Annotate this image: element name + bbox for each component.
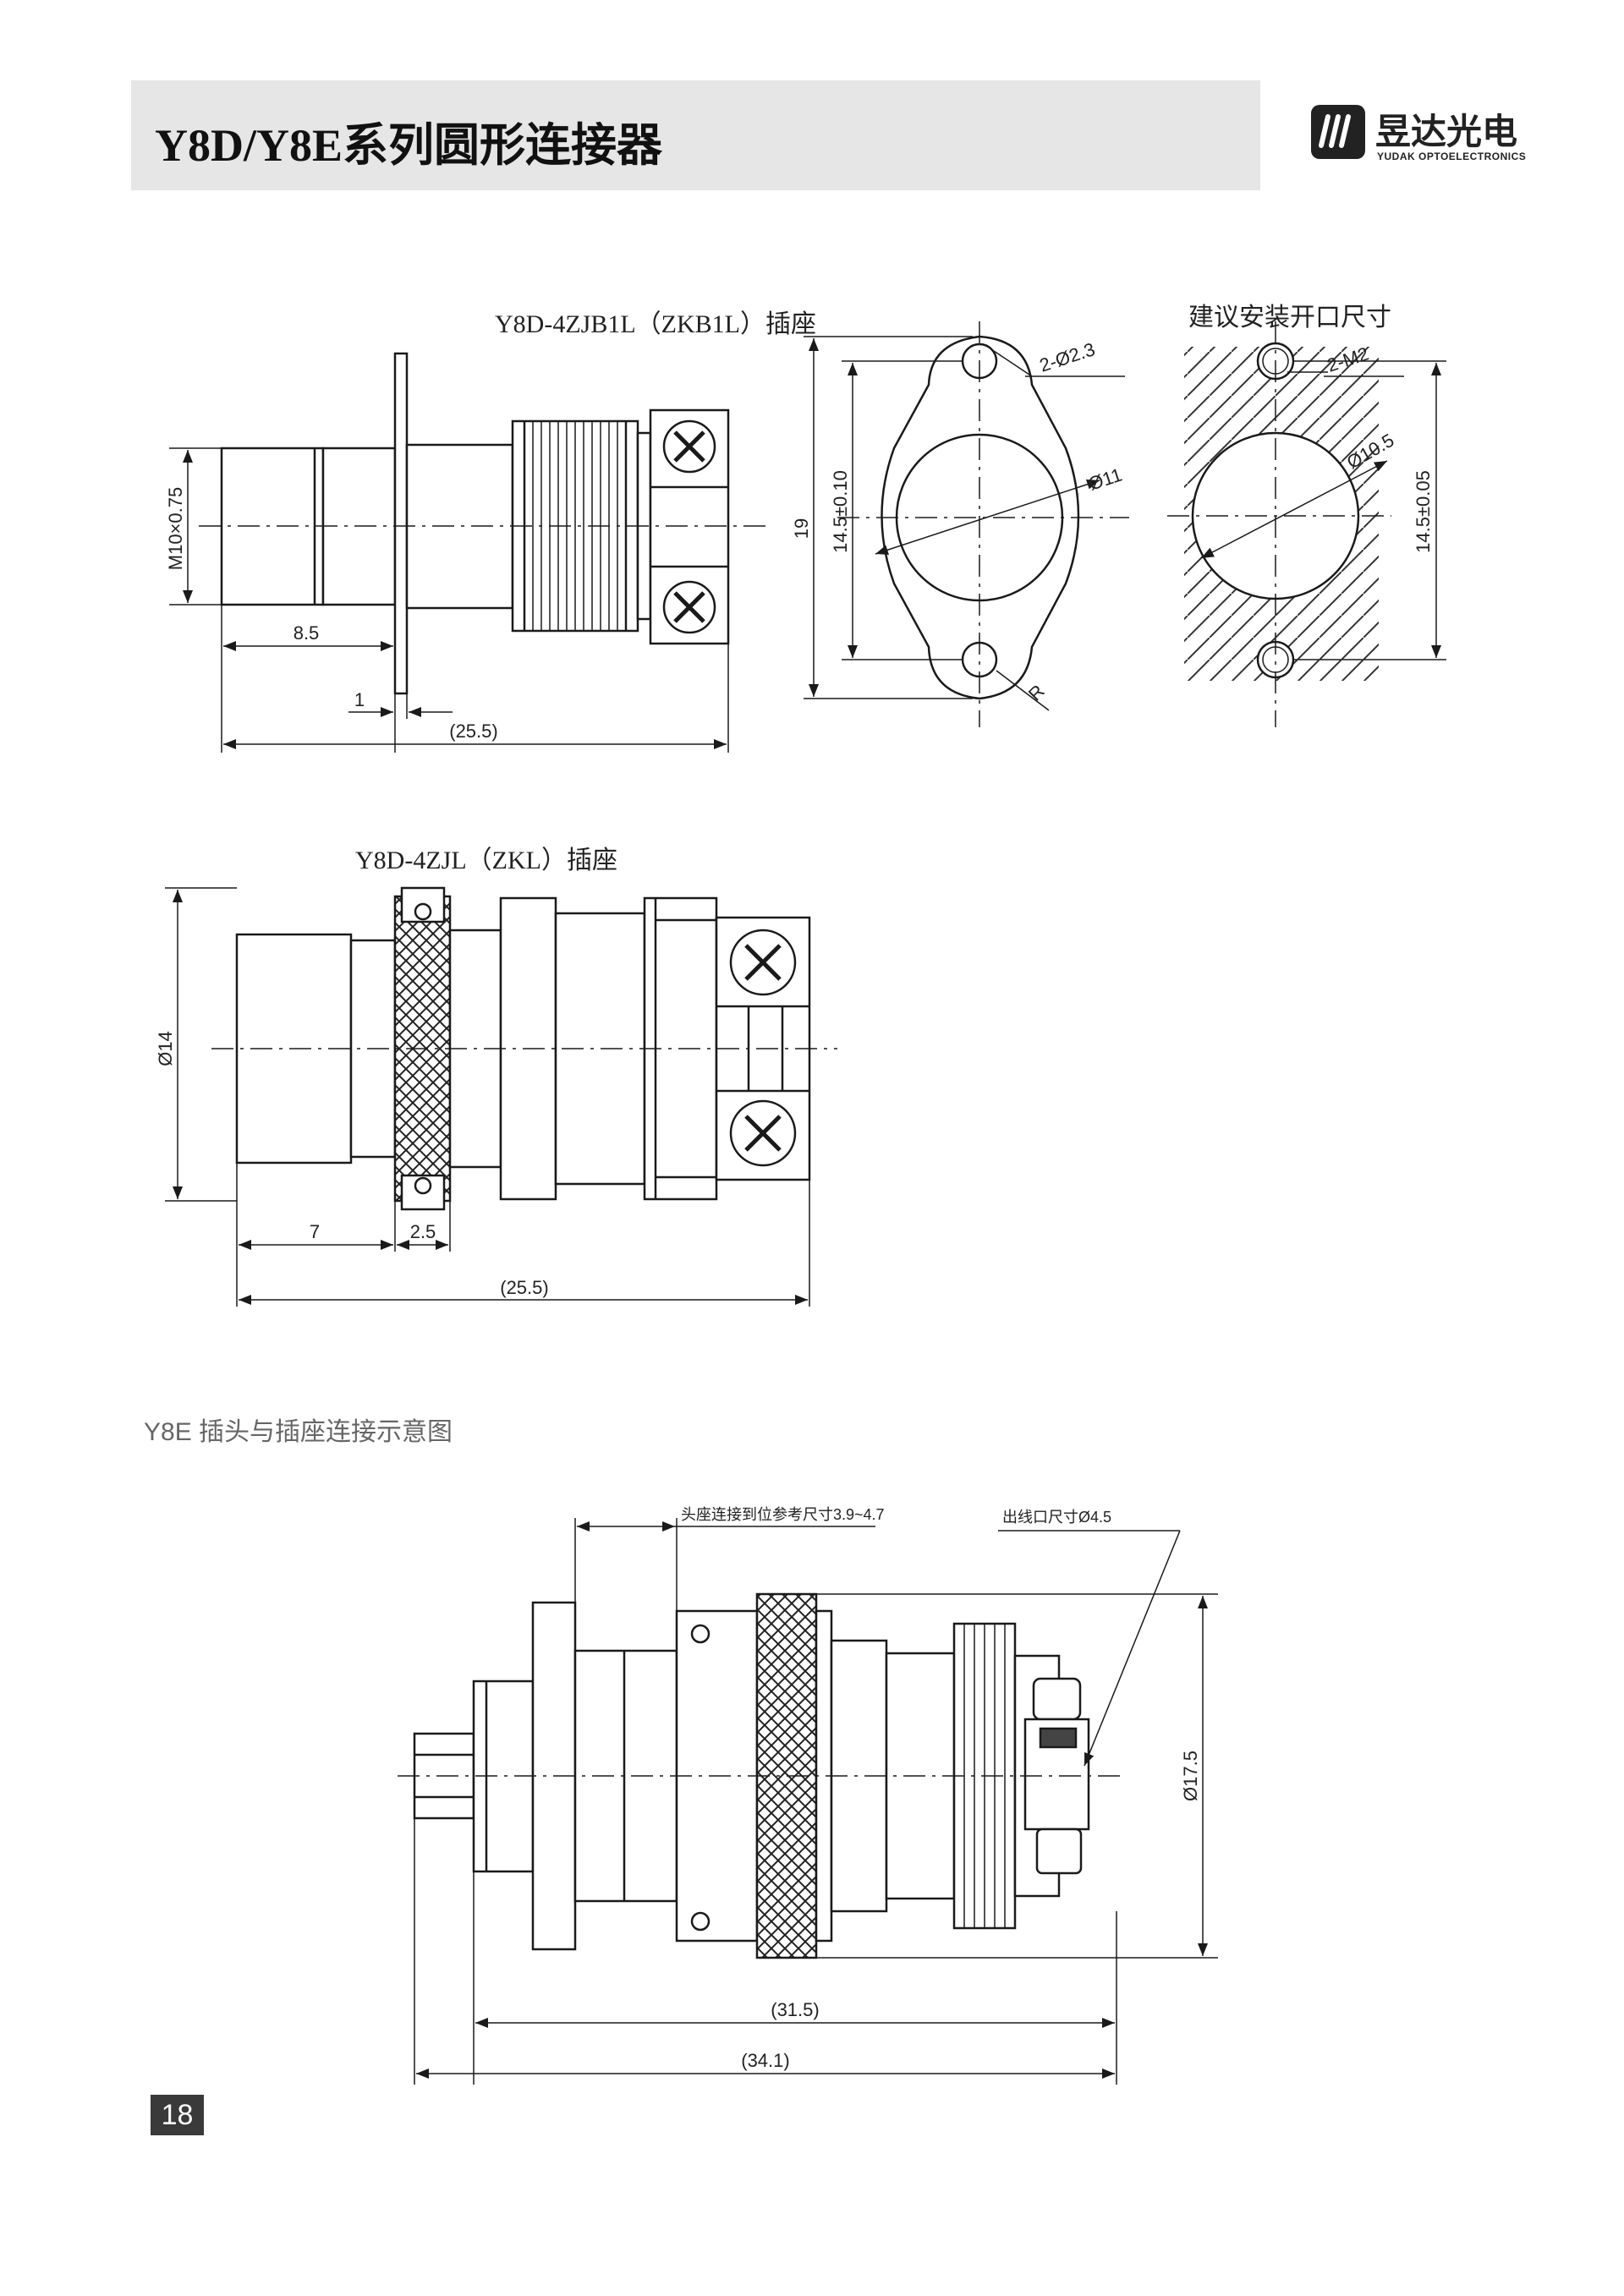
logo-subtitle: YUDAK OPTOELECTRONICS bbox=[1377, 151, 1527, 162]
dim-holes: 2-Ø2.3 bbox=[1037, 338, 1098, 376]
figure2-view bbox=[211, 886, 837, 1211]
figure1-dimension-lines bbox=[169, 447, 729, 753]
dim-total: (25.5) bbox=[449, 721, 497, 742]
dim-length-a: 8.5 bbox=[294, 622, 320, 644]
dim-fig3-ref: 头座连接到位参考尺寸3.9~4.7 bbox=[681, 1506, 885, 1523]
dim-fig2-dia: Ø14 bbox=[155, 1031, 176, 1066]
figure2-dimensions bbox=[165, 887, 810, 1307]
figure3-dimensions bbox=[414, 1518, 1218, 2085]
dim-fig3-outlet: 出线口尺寸Ø4.5 bbox=[1002, 1509, 1111, 1526]
dim-flange: 1 bbox=[354, 689, 365, 710]
dim-hole-pitch: 14.5±0.10 bbox=[830, 470, 851, 553]
dim-fig2-len-a: 7 bbox=[310, 1221, 320, 1242]
cutout-caption: 建议安装开口尺寸 bbox=[1188, 304, 1391, 332]
dim-fig3-len-a: (31.5) bbox=[771, 1999, 819, 2020]
figure1-caption: Y8D-4ZJB1L（ZKB1L）插座 bbox=[495, 310, 816, 338]
dim-cutout-pitch: 14.5±0.05 bbox=[1413, 470, 1434, 553]
dim-fig3-len-b: (34.1) bbox=[741, 2050, 789, 2071]
dim-fig2-total: (25.5) bbox=[500, 1277, 548, 1298]
page-number: 18 bbox=[151, 2095, 204, 2135]
dim-fig3-dia: Ø17.5 bbox=[1180, 1751, 1201, 1801]
cutout-view bbox=[1167, 321, 1391, 727]
header-bar: Y8D/Y8E系列圆形连接器 bbox=[131, 80, 1260, 190]
figure1-front-dimensions bbox=[804, 336, 1125, 711]
figure1-side-view bbox=[199, 352, 765, 695]
figure3-view bbox=[398, 1592, 1125, 1959]
logo-mark-icon bbox=[1311, 105, 1365, 159]
figure3-label: Y8E 插头与插座连接示意图 bbox=[144, 1418, 453, 1446]
figure2-caption: Y8D-4ZJL（ZKL）插座 bbox=[355, 847, 617, 874]
figure1-front-view bbox=[837, 321, 1129, 727]
dim-body-dia: Ø11 bbox=[1086, 464, 1125, 495]
page-title: Y8D/Y8E系列圆形连接器 bbox=[155, 120, 663, 171]
brand-logo: 昱达光电 YUDAK OPTOELECTRONICS bbox=[1309, 101, 1529, 169]
logo-name: 昱达光电 bbox=[1375, 112, 1518, 151]
dim-fig2-len-b: 2.5 bbox=[410, 1221, 436, 1242]
dim-height: 19 bbox=[791, 518, 812, 539]
cutout-dimensions bbox=[1200, 360, 1446, 660]
dim-radius: R bbox=[1024, 681, 1049, 705]
dim-thread: M10×0.75 bbox=[165, 487, 186, 570]
